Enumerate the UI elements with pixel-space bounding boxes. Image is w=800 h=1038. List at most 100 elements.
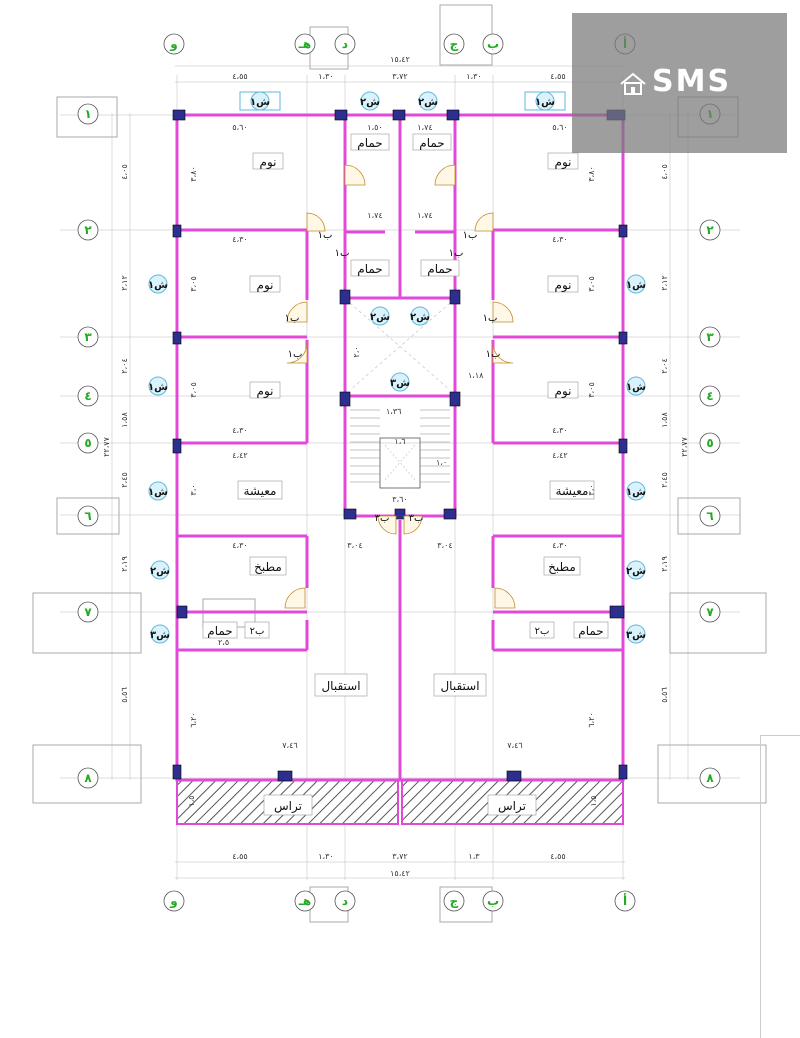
svg-text:٤،٥٥: ٤،٥٥ xyxy=(232,72,247,81)
svg-text:٧: ٧ xyxy=(84,605,92,619)
window-w2-top-1: ش٢ xyxy=(360,91,380,111)
window-w1-top-left: ش١ xyxy=(239,91,281,111)
svg-text:٤،٥٥: ٤،٥٥ xyxy=(232,852,247,861)
bathroom-label-5: حمام xyxy=(207,624,232,638)
svg-text:١٥،٤٢: ١٥،٤٢ xyxy=(390,55,410,64)
svg-text:٤،٠٥: ٤،٠٥ xyxy=(660,164,669,179)
kitchen-label-right: مطبخ xyxy=(548,560,576,574)
axis-marker-ha-top: هـ xyxy=(294,33,316,55)
svg-text:٣،٠٤: ٣،٠٤ xyxy=(437,541,452,550)
svg-text:٢،١٢: ٢،١٢ xyxy=(660,275,669,290)
window-w2-left-d: ش٢ xyxy=(150,560,170,580)
svg-text:و: و xyxy=(169,37,177,52)
door-bath-1 xyxy=(344,164,366,186)
svg-text:٥: ٥ xyxy=(84,436,91,450)
axis-marker-8-left: ٨ xyxy=(77,767,99,789)
bedroom-label-5: نوم xyxy=(257,384,274,399)
axis-marker-alif-bottom: أ xyxy=(614,890,636,912)
svg-text:د: د xyxy=(342,37,348,51)
svg-text:د: د xyxy=(342,894,348,908)
axis-marker-jim-top: ج xyxy=(443,33,465,55)
axis-marker-4-left: ٤ xyxy=(77,385,99,407)
svg-text:ج: ج xyxy=(450,894,459,908)
svg-text:٥،٦٠: ٥،٦٠ xyxy=(552,123,567,132)
window-w1-left-c: ش١ xyxy=(148,481,168,501)
svg-text:٢٢،٧٧: ٢٢،٧٧ xyxy=(102,436,111,456)
bathroom-label-1: حمام xyxy=(357,136,382,150)
svg-text:٢،١٩: ٢،١٩ xyxy=(660,556,669,571)
svg-text:١،٧٤: ١،٧٤ xyxy=(417,211,432,220)
svg-text:١،٣: ١،٣ xyxy=(468,852,480,861)
axis-marker-ba-bottom: ب xyxy=(482,890,504,912)
svg-text:١: ١ xyxy=(84,107,91,121)
walls xyxy=(175,113,625,782)
axis-marker-5-left: ٥ xyxy=(77,432,99,454)
svg-text:١،٣٠: ١،٣٠ xyxy=(318,72,333,81)
living-label-right: معيشة xyxy=(556,484,589,498)
svg-text:ش١: ش١ xyxy=(148,487,168,498)
svg-text:٢،١٢: ٢،١٢ xyxy=(120,275,129,290)
svg-text:٤،٣٠: ٤،٣٠ xyxy=(552,235,567,244)
living-label-left: معيشة xyxy=(244,484,277,498)
window-w1-left-a: ش١ xyxy=(148,274,168,294)
svg-text:٢،٠٤: ٢،٠٤ xyxy=(120,358,129,373)
svg-text:٥،٥٦: ٥،٥٦ xyxy=(660,687,669,702)
svg-text:ش١: ش١ xyxy=(626,280,646,291)
svg-text:ش٢: ش٢ xyxy=(410,312,430,323)
house-logo-icon xyxy=(620,72,646,95)
svg-text:٨: ٨ xyxy=(706,771,714,785)
bedroom-label-1: نوم xyxy=(260,155,277,170)
svg-text:ش١: ش١ xyxy=(535,97,555,108)
svg-text:ب١: ب١ xyxy=(335,248,350,259)
door-d2-left: ب٢ xyxy=(244,621,270,639)
svg-text:و: و xyxy=(169,894,177,909)
svg-text:هـ: هـ xyxy=(298,894,311,908)
window-w1-right-c: ش١ xyxy=(626,481,646,501)
bedroom-label-6: نوم xyxy=(555,384,572,399)
axis-marker-8-right: ٨ xyxy=(699,767,721,789)
svg-text:ش٢: ش٢ xyxy=(370,312,390,323)
svg-text:ب١: ب١ xyxy=(486,349,501,360)
svg-text:٤،٥٥: ٤،٥٥ xyxy=(550,852,565,861)
svg-text:١،٥٨: ١،٥٨ xyxy=(120,412,129,428)
svg-text:٤،٠٥: ٤،٠٥ xyxy=(120,164,129,179)
svg-text:٢٢،٧٧: ٢٢،٧٧ xyxy=(680,436,689,456)
door-d1-right-a: ب١ xyxy=(483,301,514,324)
svg-text:ش١: ش١ xyxy=(148,382,168,393)
svg-text:ش٣: ش٣ xyxy=(626,630,646,641)
axis-marker-dal-top: د xyxy=(334,33,356,55)
door-d1-left-b: ب١ xyxy=(286,342,308,364)
window-w1-right-b: ش١ xyxy=(626,376,646,396)
window-w1-left-b: ش١ xyxy=(148,376,168,396)
stair-core: ١،٦ ١،٣٦ ١،٠ ٣،٦٠ ٢،٠ ١،١٨ xyxy=(349,302,484,504)
axis-marker-waw-top: و xyxy=(163,33,185,55)
svg-text:ب١: ب١ xyxy=(318,230,333,241)
svg-text:ش١: ش١ xyxy=(626,382,646,393)
reception-label-left: استقبال xyxy=(321,679,360,693)
svg-text:٤،٤٢: ٤،٤٢ xyxy=(552,451,567,460)
svg-text:ش١: ش١ xyxy=(250,97,270,108)
door-d2-right: ب٢ xyxy=(529,621,555,639)
svg-text:ش٢: ش٢ xyxy=(360,97,380,108)
svg-text:١،٧٤: ١،٧٤ xyxy=(417,123,432,132)
svg-text:٦،٢٠: ٦،٢٠ xyxy=(587,712,596,727)
svg-text:٣،٠٥: ٣،٠٥ xyxy=(587,276,596,291)
bedroom-label-2: نوم xyxy=(555,155,572,170)
window-w2-core-2: ش٢ xyxy=(410,306,430,326)
terrace: تراس تراس ١،٥ ١،٥ xyxy=(176,779,624,825)
svg-text:ب١: ب١ xyxy=(483,313,498,324)
svg-text:٨: ٨ xyxy=(84,771,92,785)
logo-text: SMS xyxy=(652,64,732,99)
axis-marker-2-left: ٢ xyxy=(77,219,99,241)
svg-text:ب١: ب١ xyxy=(285,313,300,324)
axis-marker-1-left: ١ xyxy=(77,103,99,125)
svg-text:ش٣: ش٣ xyxy=(390,378,410,389)
svg-text:٣،٠٥: ٣،٠٥ xyxy=(587,382,596,397)
svg-text:٦: ٦ xyxy=(706,509,713,523)
svg-text:٣،٠: ٣،٠ xyxy=(587,484,596,495)
svg-text:١،٧٤: ١،٧٤ xyxy=(367,211,382,220)
svg-text:٤،٣٠: ٤،٣٠ xyxy=(552,541,567,550)
svg-text:٤: ٤ xyxy=(706,389,713,403)
svg-text:ش٣: ش٣ xyxy=(150,630,170,641)
